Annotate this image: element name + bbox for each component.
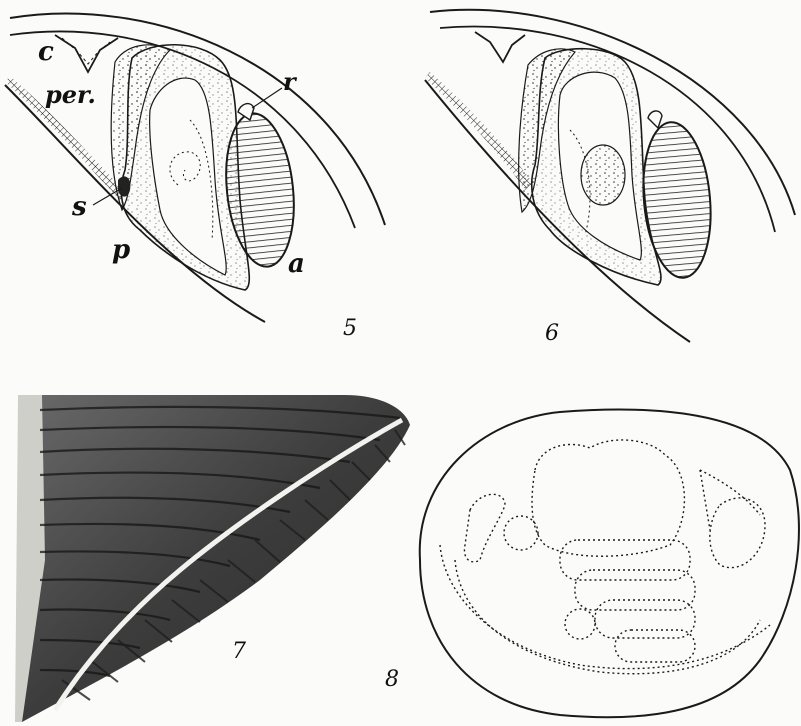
figure-5: c per. r s p a 5 (5, 14, 385, 341)
fig8-left-oval (464, 494, 505, 562)
fig6-c-structure (475, 32, 525, 62)
figure-7: 7 (15, 395, 410, 722)
fig8-central-organ (532, 440, 684, 556)
figure-6: 6 (425, 10, 795, 346)
figure-number-6: 6 (545, 321, 559, 346)
figure-number-5: 5 (343, 316, 357, 341)
fig6-gonad (581, 145, 625, 205)
label-p: p (112, 235, 130, 265)
label-per: per. (45, 80, 96, 109)
fig8-lobe-2 (575, 570, 695, 610)
label-r: r (283, 67, 298, 96)
fig6-mantle-hatch (425, 72, 533, 190)
fig8-lobe-4 (615, 630, 695, 662)
figure-number-7: 7 (232, 639, 246, 664)
label-s: s (71, 192, 87, 222)
fig8-right-oval (710, 498, 765, 568)
fig5-c-structure (55, 35, 118, 72)
fig8-left-circle (504, 516, 538, 550)
fig7-shell-body (18, 395, 410, 722)
figure-8 (420, 410, 799, 718)
label-a: a (288, 249, 305, 279)
fig8-lower-arc (455, 560, 760, 674)
label-c: c (38, 37, 54, 67)
fig6-r-structure (648, 111, 662, 128)
figure-number-8: 8 (385, 667, 399, 692)
fig8-lobe-1 (560, 540, 690, 580)
fig8-outline (420, 410, 799, 718)
fig8-lower-circle (565, 609, 595, 639)
fig5-s-structure (118, 176, 130, 196)
fig8-lobe-3 (595, 600, 695, 638)
